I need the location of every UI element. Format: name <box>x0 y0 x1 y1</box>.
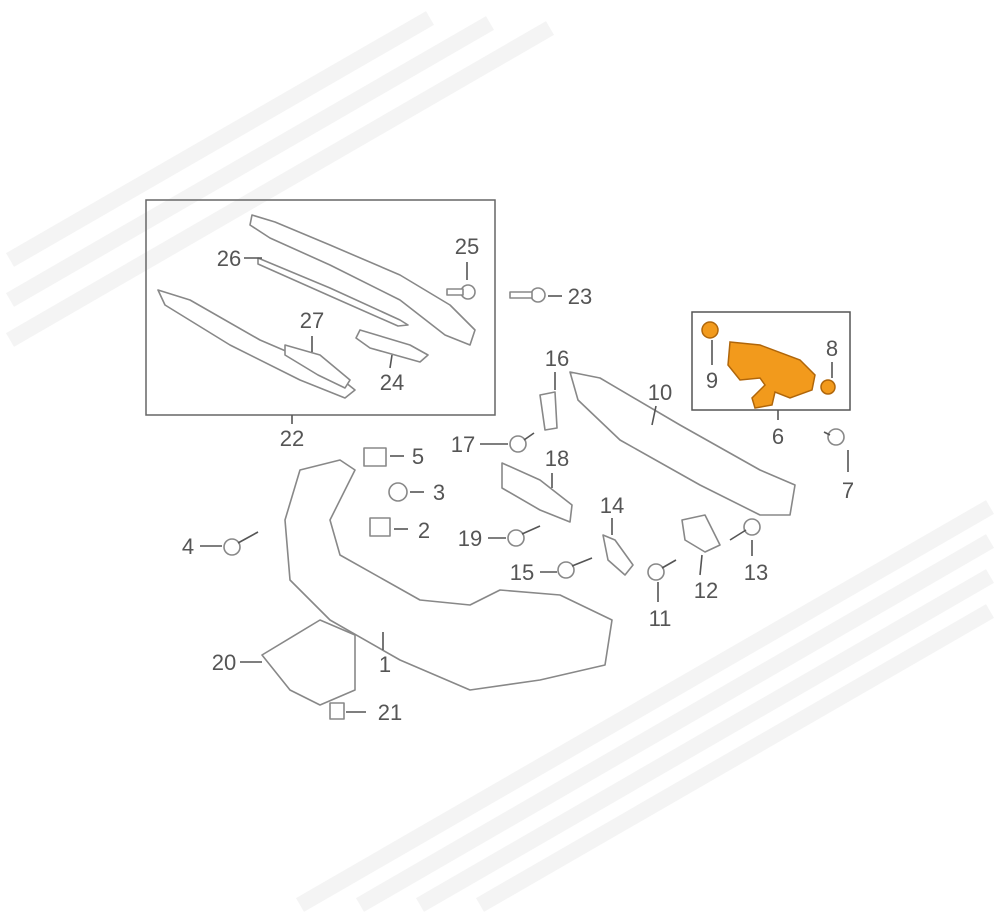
part-21-nut[interactable] <box>329 702 345 720</box>
part-4-screw[interactable] <box>223 531 259 556</box>
callout-17[interactable]: 17 <box>451 432 475 457</box>
callout-15[interactable]: 15 <box>510 560 534 585</box>
callout-19[interactable]: 19 <box>458 526 482 551</box>
callout-14[interactable]: 14 <box>600 493 624 518</box>
group-box-6 <box>691 311 851 411</box>
callout-6[interactable]: 6 <box>772 424 784 449</box>
part-10-reinforcement[interactable] <box>569 371 796 516</box>
part-26-upper-strip[interactable] <box>249 214 476 346</box>
callout-23[interactable]: 23 <box>568 284 592 309</box>
callout-8[interactable]: 8 <box>826 336 838 361</box>
callout-labels: 1 2 3 4 5 6 7 8 9 10 11 12 13 14 15 16 1… <box>182 234 854 725</box>
part-23-screw[interactable] <box>509 287 546 303</box>
part-26-lower-strip[interactable] <box>257 257 409 327</box>
callout-18[interactable]: 18 <box>545 446 569 471</box>
part-17-screw[interactable] <box>509 432 535 453</box>
part-18-bracket[interactable] <box>501 462 573 523</box>
part-20-bracket[interactable] <box>261 619 356 706</box>
callout-27[interactable]: 27 <box>300 308 324 333</box>
callout-13[interactable]: 13 <box>744 560 768 585</box>
part-11-screw[interactable] <box>647 559 677 581</box>
callout-5[interactable]: 5 <box>412 444 424 469</box>
callout-9[interactable]: 9 <box>706 368 718 393</box>
callout-10[interactable]: 10 <box>648 380 672 405</box>
group-box-22 <box>145 199 496 416</box>
part-14-bracket[interactable] <box>602 534 634 576</box>
part-3-clip[interactable] <box>388 482 408 502</box>
callout-22[interactable]: 22 <box>280 426 304 451</box>
callout-11[interactable]: 11 <box>649 606 672 631</box>
leader-lines <box>200 257 849 713</box>
callout-12[interactable]: 12 <box>694 578 718 603</box>
part-13-bolt[interactable] <box>729 518 761 541</box>
part-7-screw[interactable] <box>823 428 845 446</box>
callout-24[interactable]: 24 <box>380 370 404 395</box>
part-5-clip[interactable] <box>363 447 387 467</box>
part-25-screw[interactable] <box>446 284 476 300</box>
part-1-bumper-cover[interactable] <box>284 459 613 691</box>
callout-26[interactable]: 26 <box>217 246 241 271</box>
part-2-clip[interactable] <box>369 517 391 537</box>
callout-3[interactable]: 3 <box>433 480 445 505</box>
part-19-screw[interactable] <box>507 525 541 547</box>
part-16-bracket[interactable] <box>539 391 558 431</box>
part-9-nut-highlighted[interactable] <box>701 321 719 339</box>
part-27-molding[interactable] <box>284 344 351 389</box>
callout-21[interactable]: 21 <box>378 700 402 725</box>
callout-20[interactable]: 20 <box>212 650 236 675</box>
callout-16[interactable]: 16 <box>545 346 569 371</box>
part-24-reflector[interactable] <box>355 329 429 363</box>
watermark <box>5 11 995 912</box>
callout-2[interactable]: 2 <box>418 518 430 543</box>
callout-4[interactable]: 4 <box>182 534 194 559</box>
callout-7[interactable]: 7 <box>842 478 854 503</box>
part-6-bracket-highlighted[interactable] <box>727 341 816 409</box>
part-8-nut-highlighted[interactable] <box>820 379 836 395</box>
callout-25[interactable]: 25 <box>455 234 479 259</box>
callout-1[interactable]: 1 <box>379 652 391 677</box>
part-12-bracket[interactable] <box>681 514 721 553</box>
part-15-screw[interactable] <box>557 557 593 579</box>
part-27-lower-strip[interactable] <box>157 289 356 399</box>
